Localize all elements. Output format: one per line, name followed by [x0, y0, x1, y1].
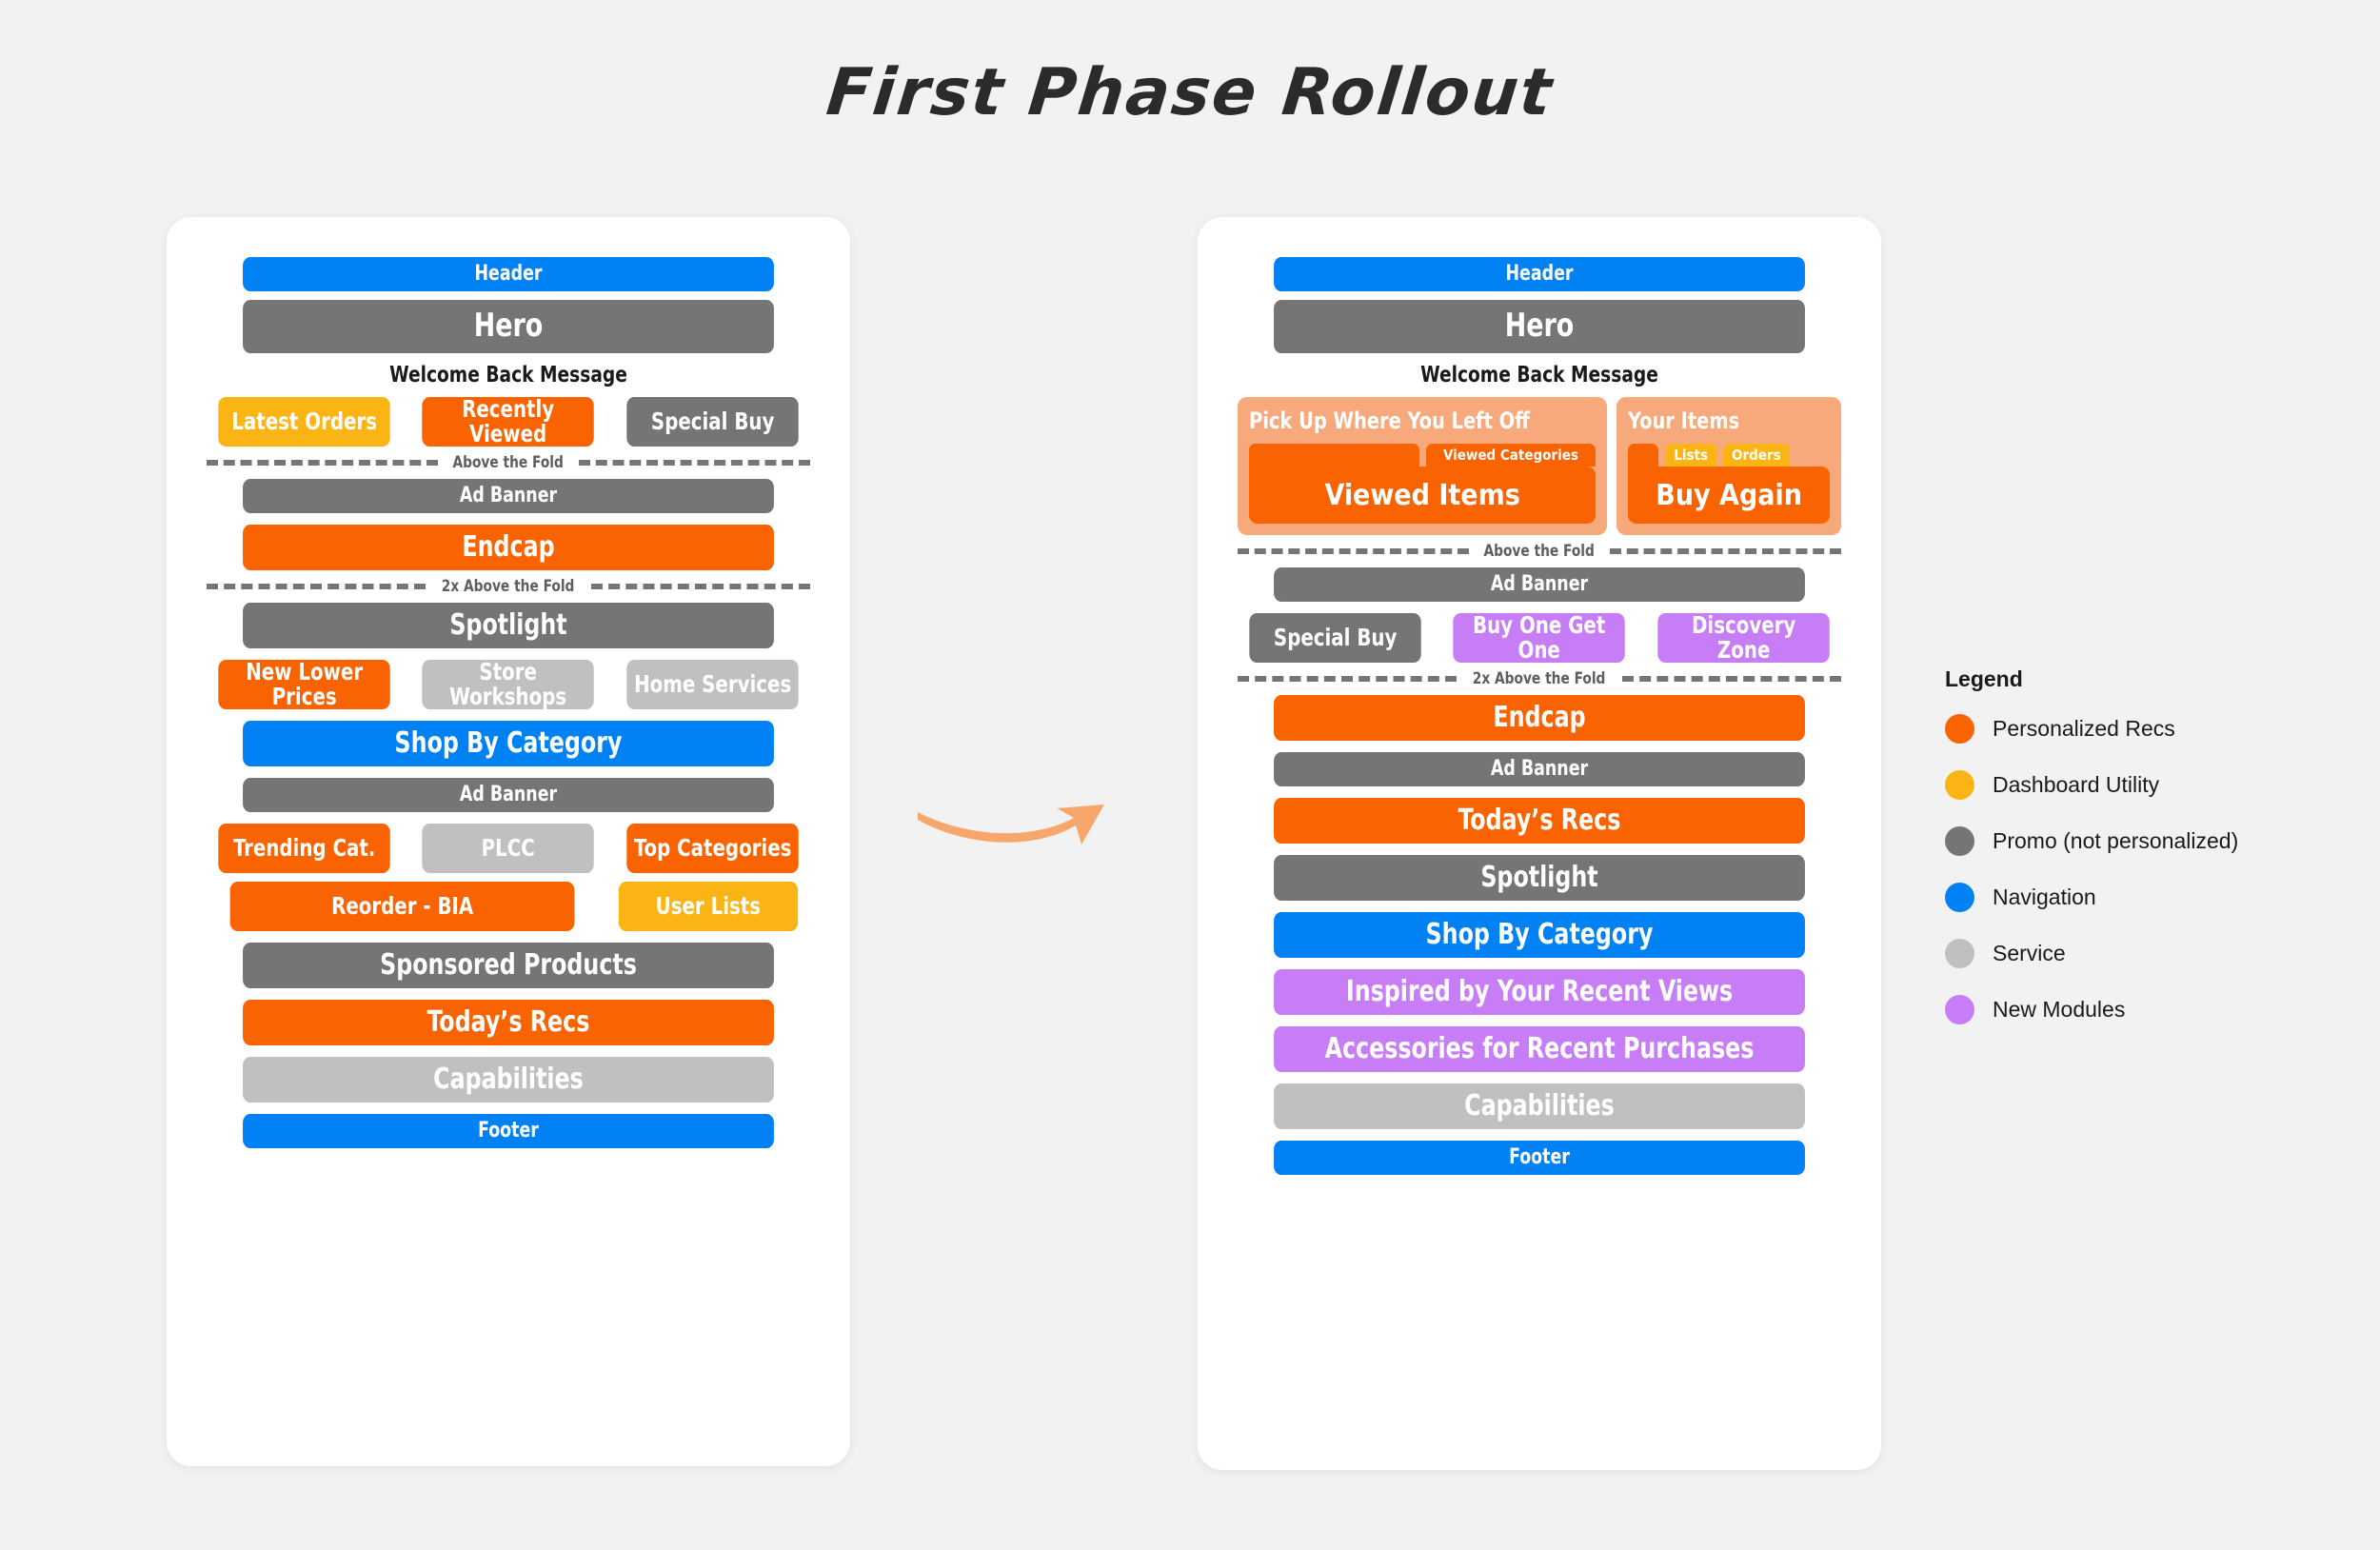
legend-item-label: Navigation: [1993, 884, 2096, 909]
tile-special-buy[interactable]: Special Buy: [625, 397, 799, 447]
tile-row-1: Special Buy Buy One Get One Discovery Zo…: [1238, 612, 1841, 663]
block-capabilities[interactable]: Capabilities: [1274, 1083, 1805, 1129]
fold-dash-left: [1238, 548, 1470, 554]
block-header[interactable]: Header: [1274, 257, 1805, 291]
flow-arrow-icon: [918, 805, 1104, 845]
legend-swatch-icon: [1945, 826, 1974, 856]
page-title: First Phase Rollout: [823, 55, 1557, 130]
legend-item-service: Service: [1945, 939, 2326, 968]
tile-recently-viewed[interactable]: Recently Viewed: [422, 396, 595, 447]
block-inspired-by-recent-views[interactable]: Inspired by Your Recent Views: [1274, 969, 1805, 1015]
block-footer[interactable]: Footer: [1274, 1141, 1805, 1175]
legend: Legend Personalized Recs Dashboard Utili…: [1945, 666, 2326, 1051]
pick-up-card-title: Pick Up Where You Left Off: [1249, 407, 1530, 434]
legend-swatch-icon: [1945, 995, 1974, 1024]
your-items-card-title: Your Items: [1628, 407, 1740, 434]
welcome-back-message: Welcome Back Message: [389, 363, 627, 388]
tile-new-lower-prices[interactable]: New Lower Prices: [218, 659, 391, 709]
tile-special-buy[interactable]: Special Buy: [1249, 613, 1422, 663]
block-hero[interactable]: Hero: [1274, 300, 1805, 353]
block-ad-banner-2[interactable]: Ad Banner: [1274, 752, 1805, 786]
tile-latest-orders[interactable]: Latest Orders: [218, 397, 391, 447]
tab-lists[interactable]: Lists: [1665, 444, 1716, 467]
legend-swatch-icon: [1945, 883, 1974, 912]
tab-viewed-categories[interactable]: Viewed Categories: [1425, 444, 1597, 467]
after-state-panel: Header Hero Welcome Back Message Pick Up…: [1198, 217, 1881, 1470]
welcome-back-message: Welcome Back Message: [1420, 363, 1658, 388]
tab-orders[interactable]: Orders: [1722, 444, 1790, 467]
your-items-tabstrip: Lists Orders: [1628, 441, 1830, 467]
legend-item-personalized-recs: Personalized Recs: [1945, 714, 2326, 744]
your-items-card-body[interactable]: Buy Again: [1628, 467, 1830, 524]
block-spotlight[interactable]: Spotlight: [1274, 855, 1805, 901]
fold-label-2x: 2x Above the Fold: [1473, 669, 1606, 688]
tile-buy-one-get-one[interactable]: Buy One Get One: [1453, 612, 1626, 663]
legend-item-navigation: Navigation: [1945, 883, 2326, 912]
fold-dash-left: [207, 584, 426, 589]
block-shop-by-category[interactable]: Shop By Category: [243, 721, 774, 766]
fold-label-2x: 2x Above the Fold: [442, 577, 575, 596]
block-footer[interactable]: Footer: [243, 1114, 774, 1148]
tile-row-3: Trending Cat. PLCC Top Categories: [207, 824, 810, 873]
block-ad-banner-1[interactable]: Ad Banner: [243, 479, 774, 513]
fold-divider-2x: 2x Above the Fold: [207, 570, 810, 603]
tile-reorder-bia[interactable]: Reorder - BIA: [229, 882, 575, 931]
tile-trending-categories[interactable]: Trending Cat.: [218, 824, 391, 873]
block-ad-banner-2[interactable]: Ad Banner: [243, 778, 774, 812]
legend-title: Legend: [1945, 666, 2023, 691]
legend-item-label: Promo (not personalized): [1993, 828, 2239, 853]
tile-store-workshops[interactable]: Store Workshops: [422, 659, 595, 709]
block-shop-by-category[interactable]: Shop By Category: [1274, 912, 1805, 958]
pick-up-where-you-left-off-card: Pick Up Where You Left Off Viewed Catego…: [1238, 397, 1608, 535]
legend-item-new-modules: New Modules: [1945, 995, 2326, 1024]
block-todays-recs[interactable]: Today’s Recs: [243, 1000, 774, 1045]
fold-label-above: Above the Fold: [1483, 542, 1596, 561]
legend-item-label: Service: [1993, 941, 2066, 965]
tab-viewed-items-active[interactable]: [1249, 444, 1419, 467]
block-endcap[interactable]: Endcap: [1274, 695, 1805, 741]
tile-discovery-zone[interactable]: Discovery Zone: [1656, 612, 1830, 663]
tile-plcc[interactable]: PLCC: [422, 824, 595, 873]
pick-up-card-body[interactable]: Viewed Items: [1249, 467, 1597, 524]
personalization-card-row: Pick Up Where You Left Off Viewed Catego…: [1238, 397, 1841, 535]
fold-dash-left: [1238, 676, 1458, 682]
legend-swatch-icon: [1945, 714, 1974, 744]
block-accessories-recent-purchases[interactable]: Accessories for Recent Purchases: [1274, 1026, 1805, 1072]
block-ad-banner-1[interactable]: Ad Banner: [1274, 567, 1805, 602]
fold-dash-left: [207, 460, 439, 466]
legend-swatch-icon: [1945, 939, 1974, 968]
legend-swatch-icon: [1945, 770, 1974, 800]
pick-up-tabstrip: Viewed Categories: [1249, 441, 1597, 467]
fold-dash-right: [1609, 548, 1842, 554]
block-sponsored-products[interactable]: Sponsored Products: [243, 943, 774, 988]
block-hero[interactable]: Hero: [243, 300, 774, 353]
fold-divider-2x: 2x Above the Fold: [1238, 663, 1841, 695]
fold-dash-right: [590, 584, 810, 589]
legend-item-dashboard-utility: Dashboard Utility: [1945, 770, 2326, 800]
fold-label-above: Above the Fold: [452, 453, 565, 472]
block-endcap[interactable]: Endcap: [243, 525, 774, 570]
legend-item-label: New Modules: [1993, 997, 2126, 1022]
tile-top-categories[interactable]: Top Categories: [625, 824, 799, 873]
tile-row-1: Latest Orders Recently Viewed Special Bu…: [207, 396, 810, 447]
before-state-panel: Header Hero Welcome Back Message Latest …: [167, 217, 850, 1466]
fold-dash-right: [578, 460, 811, 466]
tile-home-services[interactable]: Home Services: [625, 660, 799, 709]
legend-item-label: Personalized Recs: [1993, 716, 2175, 741]
fold-divider-above: Above the Fold: [1238, 535, 1842, 567]
tab-buy-again-active[interactable]: [1628, 444, 1659, 467]
block-capabilities[interactable]: Capabilities: [243, 1057, 774, 1103]
fold-divider-above: Above the Fold: [207, 447, 811, 479]
tile-row-4: Reorder - BIA User Lists: [207, 882, 810, 931]
legend-item-promo: Promo (not personalized): [1945, 826, 2326, 856]
tile-row-2: New Lower Prices Store Workshops Home Se…: [207, 659, 810, 709]
block-header[interactable]: Header: [243, 257, 774, 291]
legend-item-label: Dashboard Utility: [1993, 772, 2160, 797]
your-items-card: Your Items Lists Orders Buy Again: [1616, 397, 1841, 535]
block-todays-recs[interactable]: Today’s Recs: [1274, 798, 1805, 844]
tile-user-lists[interactable]: User Lists: [619, 882, 799, 931]
fold-dash-right: [1621, 676, 1841, 682]
block-spotlight[interactable]: Spotlight: [243, 603, 774, 648]
